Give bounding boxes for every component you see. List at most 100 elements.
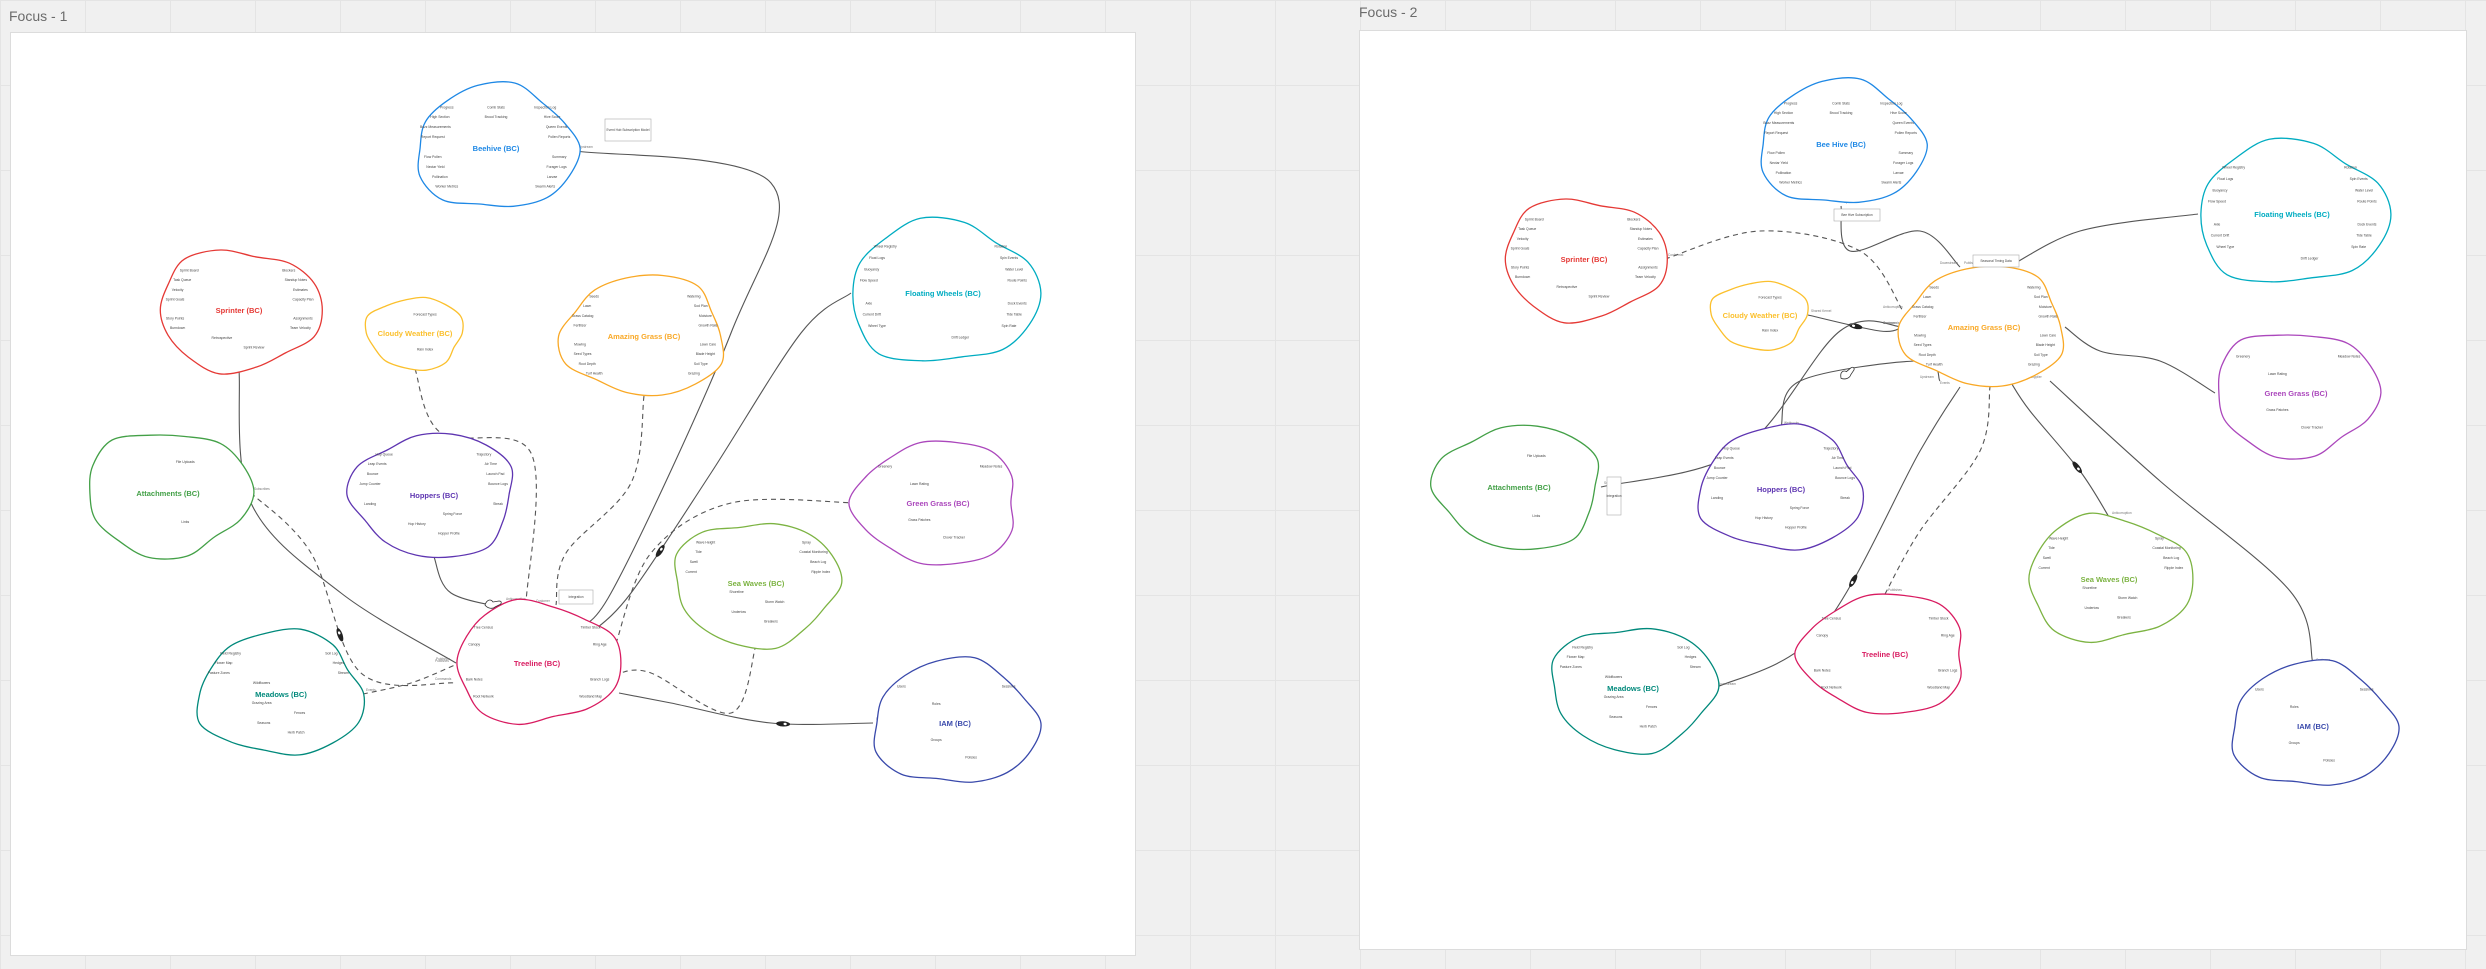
context-title: Treeline (BC) (514, 659, 561, 668)
connector-beehive-to-amazing[interactable] (1840, 205, 1961, 268)
context-title: Floating Wheels (BC) (2254, 210, 2330, 219)
context-boundary (417, 81, 581, 208)
context-item: Current (686, 570, 697, 574)
connector-cloudy-to-treeline[interactable] (414, 368, 537, 604)
connector-attachments-to-treeline[interactable] (250, 492, 456, 687)
context-title: Attachments (BC) (1487, 483, 1551, 492)
connector-label: Upstream (1920, 375, 1934, 379)
context-title: Green Grass (BC) (2265, 389, 2328, 398)
context-item: Blade Height (2036, 343, 2055, 347)
context-item: Hopper Profile (438, 532, 460, 536)
connector-iam-to-treeline[interactable] (618, 692, 874, 726)
connector-seawaves-to-amazing[interactable] (2009, 380, 2110, 518)
context-item: Hopper Profile (1785, 526, 1807, 530)
connector-amazing-to-treeline[interactable] (555, 395, 645, 606)
context-map-focus-1[interactable]: UpstreamDownstreamEventsPublishesConform… (11, 33, 1135, 955)
context-item: Blockers (282, 269, 295, 273)
context-item: Soil Log (1677, 645, 1689, 649)
context-item: Float Logs (869, 256, 885, 260)
connector-iam-to-amazing[interactable] (2049, 380, 2314, 665)
connector-beehive-to-treeline[interactable] (570, 150, 780, 625)
connector-sprinter-to-treeline[interactable] (238, 369, 457, 664)
note-text: Integration (568, 595, 583, 599)
context-item: Summary (552, 155, 567, 159)
context-item: Pasture Zones (208, 671, 230, 675)
context-item: Hedges (1685, 655, 1697, 659)
context-title: Hoppers (BC) (1757, 485, 1806, 494)
note-n3[interactable]: Integration (1606, 476, 1622, 516)
context-item: Grazing (688, 371, 700, 375)
context-item: Herb Patch (1640, 725, 1657, 729)
connector-label: Events (1940, 381, 1950, 385)
connector-meadows-to-amazing[interactable] (1714, 386, 1961, 689)
context-item: Field Registry (220, 651, 241, 655)
context-item: Bounce (367, 472, 379, 476)
connector-label: Subscribes (254, 487, 270, 491)
context-item: Leap Events (1715, 456, 1734, 460)
context-item: Bounce Logs (488, 482, 508, 486)
context-item: Float Logs (2217, 177, 2233, 181)
note-n1[interactable]: Event Hub Subscription Model (604, 118, 652, 142)
context-item: Route Points (1007, 279, 1027, 283)
context-item: Wheel Registry (2222, 166, 2245, 170)
context-item: Soil Type (2034, 353, 2048, 357)
connector-treeline-to-amazing[interactable] (1884, 386, 1991, 595)
connector-arrow-icon (1848, 323, 1863, 330)
context-item: Air Time (485, 462, 498, 466)
connector-meadows-to-treeline[interactable] (362, 664, 456, 695)
connector-attachments-to-amazing[interactable] (1600, 320, 1904, 488)
connector-seawaves-to-treeline[interactable] (618, 644, 757, 714)
context-item: Buzz Measurements (1763, 121, 1794, 125)
context-item: Soil Type (694, 362, 708, 366)
board-focus-2[interactable]: UpstreamDownstreamEventsPublishesConform… (1359, 30, 2467, 950)
connector-hoppers-to-amazing[interactable] (1780, 360, 1941, 428)
connector-label: Webhooks (1784, 421, 1799, 425)
context-item: Spray (802, 540, 811, 544)
note-n1[interactable]: Bee Hive Subscription (1833, 208, 1881, 222)
context-boundary (159, 249, 323, 375)
context-item: Flow Pollen (1767, 151, 1785, 155)
connector-greengrass-to-treeline[interactable] (615, 498, 858, 644)
context-item: Wheel Registry (874, 245, 897, 249)
connector-greengrass-to-amazing[interactable] (2064, 326, 2216, 394)
context-item: Inspection Log (1880, 101, 1902, 105)
connector-wheels-to-treeline[interactable] (590, 292, 852, 634)
context-item: Capacity Plan (293, 297, 314, 301)
note-n2[interactable]: Seasonal Timing Data (1972, 254, 2020, 268)
board-focus-1[interactable]: UpstreamDownstreamEventsPublishesConform… (10, 32, 1136, 956)
note-n2[interactable]: Integration (558, 589, 594, 605)
context-title: Bee Hive (BC) (1816, 140, 1866, 149)
connector-label: Anticorruption (2112, 511, 2132, 515)
context-item: Branch Logs (1938, 668, 1957, 672)
context-item: Stream (1690, 665, 1701, 669)
context-map-focus-2[interactable]: UpstreamDownstreamEventsPublishesConform… (1360, 31, 2466, 949)
context-item: Axle (865, 301, 872, 305)
connector-sprinter-to-amazing[interactable] (1664, 230, 1904, 312)
context-item: Coastal Monitoring (2152, 546, 2180, 550)
context-item: Current Drift (2211, 234, 2230, 238)
